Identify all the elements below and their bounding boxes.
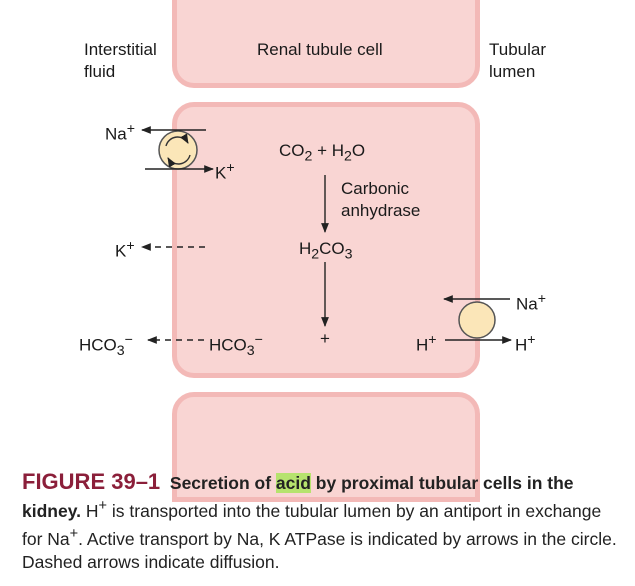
figure-number: FIGURE 39–1 <box>22 469 161 494</box>
circular-arrows-icon <box>165 133 189 147</box>
figure-title: Secretion of acid by proximal tubular ce… <box>22 473 574 521</box>
na-ion-right: Na+ <box>516 291 547 314</box>
h2co3-label: H2CO3 <box>299 239 353 263</box>
top-cell <box>172 0 480 88</box>
enzyme-label: Carbonic anhydrase <box>341 179 421 220</box>
caption-body: H+ is transported into the tubular lumen… <box>22 498 617 572</box>
antiporter-transporter <box>458 301 496 339</box>
k-ion-right: K+ <box>215 160 235 183</box>
highlighted-word: acid <box>275 473 311 493</box>
na-ion-left: Na+ <box>105 121 136 144</box>
h-ion-out: H+ <box>515 332 536 355</box>
renal-tubule-cell <box>172 102 480 378</box>
hco3-ion-mid: HCO3− <box>209 332 263 360</box>
bottom-cell <box>172 392 480 502</box>
co2-h2o-reactants: CO2 + H2O <box>279 141 366 165</box>
k-ion-left: K+ <box>115 238 135 261</box>
arrows-layer <box>141 126 512 344</box>
interstitial-label: Interstitial fluid <box>84 40 157 81</box>
diagram: Interstitial fluid Renal tubule cell Tub… <box>79 0 547 502</box>
products-plus: + <box>320 329 330 348</box>
hco3-ion-left: HCO3− <box>79 332 133 360</box>
h-ion-in: H+ <box>416 332 437 355</box>
lumen-label: Tubular lumen <box>489 40 547 81</box>
cell-label: Renal tubule cell <box>257 40 383 59</box>
figure-caption: FIGURE 39–1 Secretion of acid by proxima… <box>22 470 622 574</box>
